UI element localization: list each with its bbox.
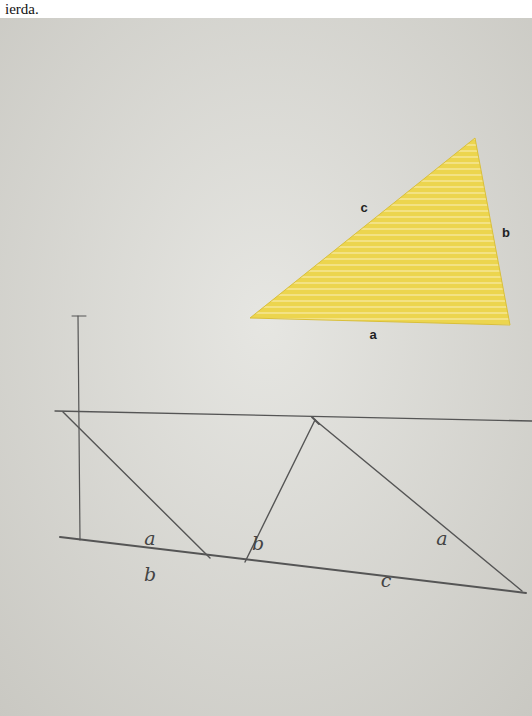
pencil-label: a [436, 529, 447, 548]
pencil-construction [55, 316, 532, 593]
page-strip [0, 0, 532, 18]
yellow-triangle [250, 138, 510, 325]
cut-text: ierda. [2, 2, 42, 17]
side-label: a [369, 328, 376, 341]
pencil-label: a [144, 529, 155, 548]
pencil-label: c [381, 571, 392, 590]
pencil-label: b [144, 565, 156, 584]
side-label: c [360, 201, 367, 214]
side-label: b [502, 226, 510, 239]
pencil-label: b [252, 534, 264, 553]
